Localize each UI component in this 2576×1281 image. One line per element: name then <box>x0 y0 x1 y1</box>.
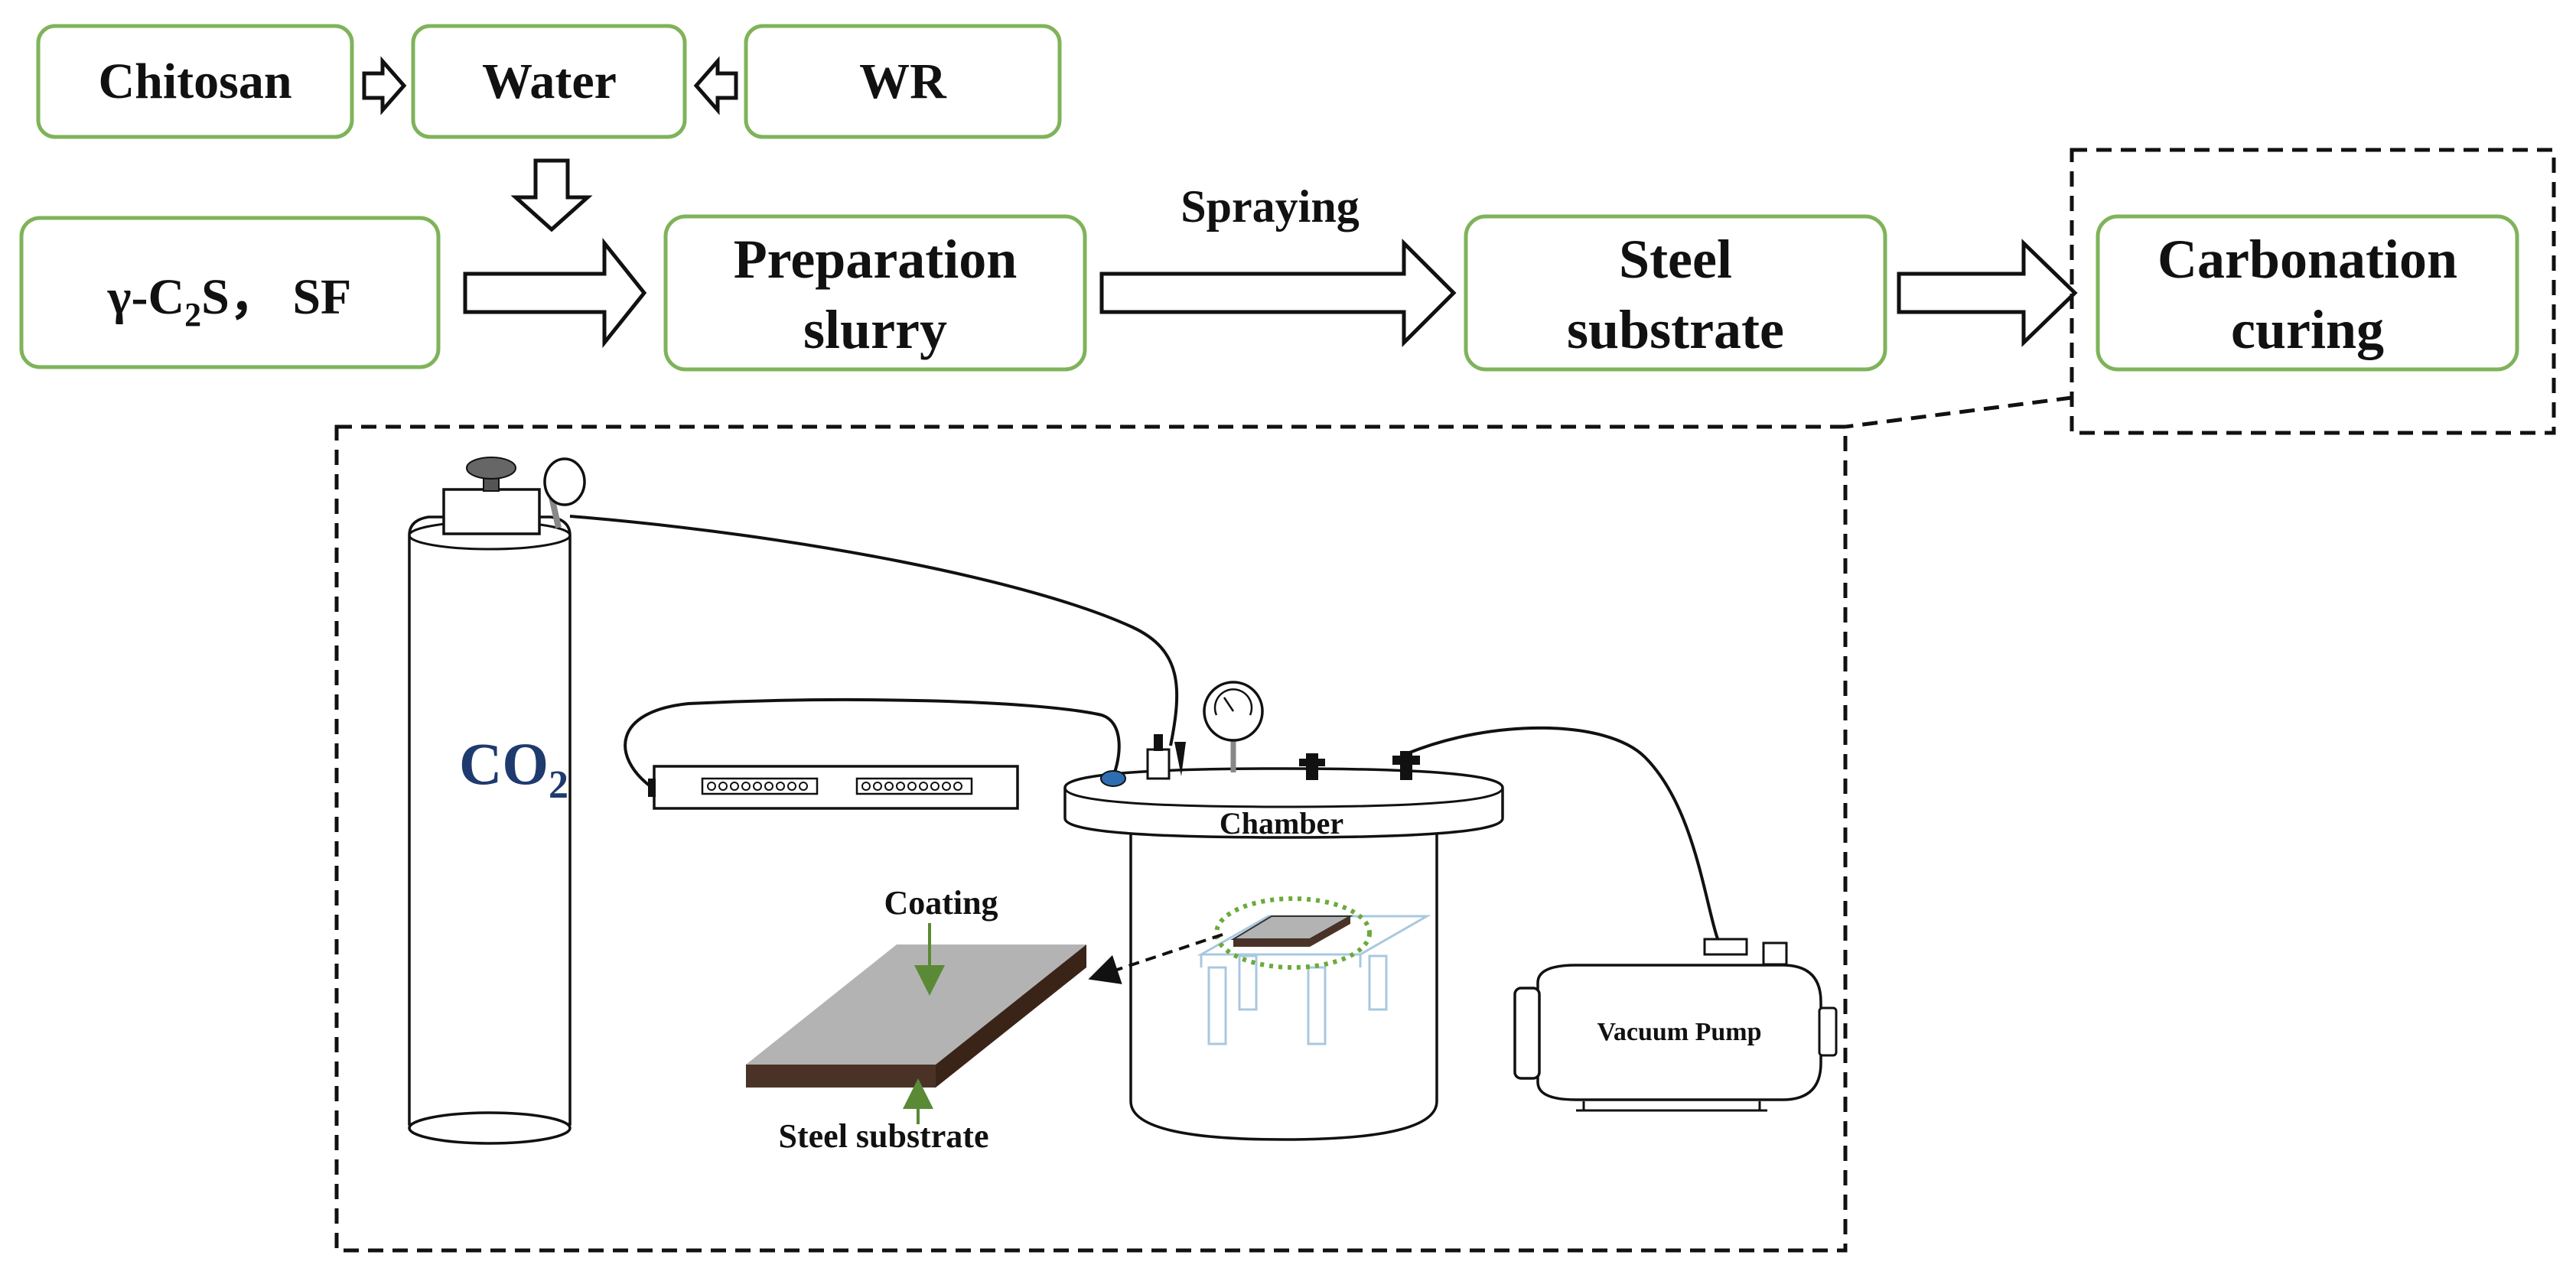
sensor-cable <box>624 698 1121 788</box>
cylinder-valve-knob <box>466 457 516 480</box>
carbonation-label-line1: Carbonation <box>2158 229 2457 290</box>
chamber-label: Chamber <box>1220 806 1343 840</box>
spraying-label: Spraying <box>1181 181 1359 232</box>
co2-cylinder: CO2 <box>408 457 586 1145</box>
vacuum-line <box>1407 726 1723 949</box>
chitosan-to-water-arrow <box>362 56 407 115</box>
water-label: Water <box>482 54 617 109</box>
vacuum-pump-label: Vacuum Pump <box>1597 1018 1761 1046</box>
vacuum-pump: Vacuum Pump <box>1513 938 1838 1112</box>
materials-box: γ-C2S， SF <box>19 216 441 369</box>
co2-label: CO2 <box>459 730 568 807</box>
cylinder-valve-block <box>442 488 541 535</box>
wr-to-water-arrow <box>693 56 738 115</box>
preparation-label-line2: slurry <box>803 299 947 360</box>
cylinder-pressure-gauge <box>543 457 586 506</box>
water-down-arrow <box>510 158 593 232</box>
coating-label: Coating <box>884 884 998 922</box>
co2-gas-line <box>569 515 1179 746</box>
water-box: Water <box>411 24 687 139</box>
inlet-blue-valve <box>1100 770 1126 787</box>
wr-box: WR <box>744 24 1062 139</box>
carbonation-label-line2: curing <box>2231 299 2384 360</box>
chitosan-label: Chitosan <box>98 54 291 109</box>
materials-label: γ-C2S， SF <box>107 269 352 333</box>
materials-to-preparation-arrow <box>463 237 647 349</box>
coated-steel-plate: Coating Steel substrate <box>746 884 1086 1155</box>
zoom-connector-line <box>1845 395 2073 429</box>
sensor-strip <box>648 765 1019 810</box>
zoom-pointer-arrow <box>1088 933 1223 984</box>
chitosan-box: Chitosan <box>36 24 354 139</box>
sample-rack <box>1197 915 1431 1045</box>
specimen-highlight-ring <box>1214 896 1372 970</box>
steel-label-line1: Steel <box>1619 229 1732 290</box>
preparation-to-steel-arrow <box>1099 238 1457 348</box>
steel-label-line2: substrate <box>1567 299 1784 360</box>
preparation-slurry-box: Preparation slurry <box>663 214 1087 372</box>
carbonation-chamber: Chamber <box>1063 681 1504 1141</box>
steel-substrate-label: Steel substrate <box>779 1117 989 1155</box>
carbonation-curing-box: Carbonation curing <box>2096 214 2519 372</box>
apparatus-dashed-frame <box>334 424 1848 1253</box>
carbonation-dashed-frame <box>2070 148 2556 435</box>
wr-label: WR <box>859 54 947 109</box>
steel-to-carbonation-arrow <box>1897 239 2078 347</box>
steel-substrate-box: Steel substrate <box>1464 214 1887 372</box>
preparation-label-line1: Preparation <box>734 229 1018 290</box>
